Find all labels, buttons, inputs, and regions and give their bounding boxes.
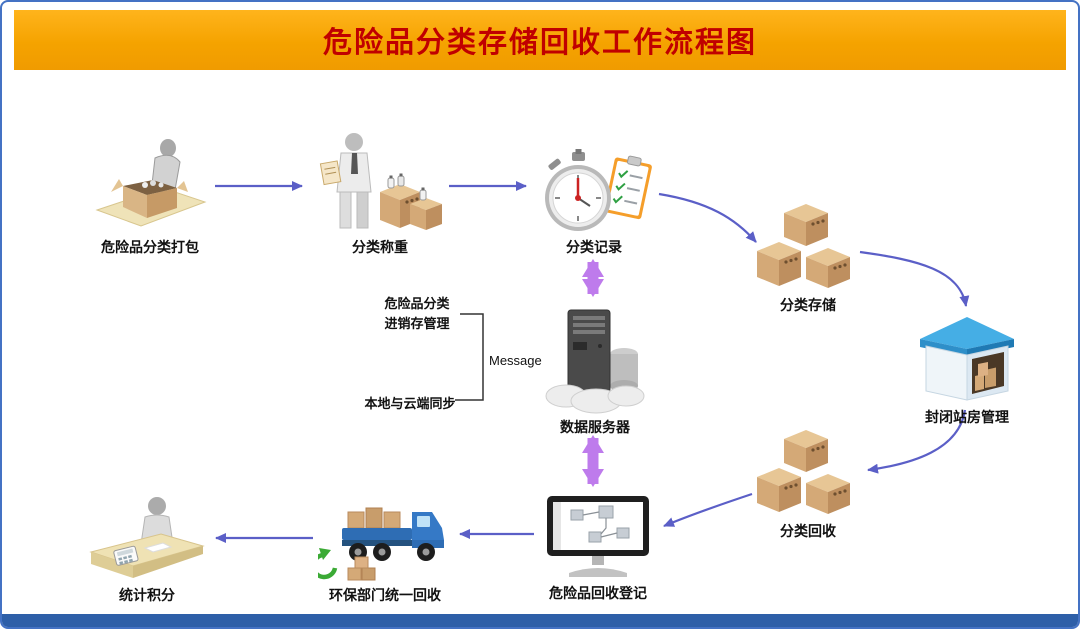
stats-desk-icon: [89, 497, 205, 578]
recycling-truck-icon: [317, 507, 444, 581]
node-label-record: 分类记录: [566, 239, 622, 255]
node-label-truck: 环保部门统一回收: [329, 587, 441, 603]
page-title: 危险品分类存储回收工作流程图: [322, 27, 757, 59]
annotation-inventory-line2: 进销存管理: [384, 316, 450, 332]
annotation-inventory-line1: 危险品分类: [384, 296, 450, 311]
node-packing: 危险品分类打包: [88, 132, 212, 257]
node-label-stats: 统计积分: [119, 587, 175, 603]
node-server: 数据服务器: [539, 304, 651, 437]
node-register: 危险品回收登记: [540, 494, 656, 603]
annotation-message: Message: [489, 353, 542, 368]
arrow-recycle-to-register: [663, 492, 753, 528]
node-weighing: 分类称重: [314, 130, 446, 257]
node-truck: 环保部门统一回收: [317, 496, 453, 605]
node-storage: 分类存储: [754, 204, 862, 315]
node-label-weighing: 分类称重: [352, 239, 408, 255]
annotation-sync: 本地与云端同步: [364, 396, 456, 411]
arrow-storage-to-station: [859, 250, 970, 307]
node-label-server: 数据服务器: [560, 419, 630, 435]
recycle-boxes-icon: [757, 430, 850, 514]
arrow-record-to-storage: [658, 192, 757, 243]
node-label-packing: 危险品分类打包: [101, 239, 199, 255]
node-record: 分类记录: [530, 148, 658, 257]
data-server-icon: [545, 309, 645, 414]
stopwatch-checklist-icon: [545, 149, 652, 231]
weighing-person-icon: [319, 133, 442, 230]
node-stats: 统计积分: [87, 494, 207, 605]
node-label-recycle: 分类回收: [780, 523, 836, 539]
warehouse-icon: [920, 317, 1014, 401]
node-label-register: 危险品回收登记: [549, 585, 647, 601]
header-banner: 危险品分类存储回收工作流程图: [14, 10, 1066, 70]
node-label-storage: 分类存储: [780, 297, 836, 313]
node-station: 封闭站房管理: [916, 314, 1018, 427]
node-label-station: 封闭站房管理: [925, 409, 1009, 425]
monitor-icon: [546, 496, 649, 577]
packing-person-icon: [95, 139, 207, 227]
storage-boxes-icon: [757, 204, 850, 288]
node-recycle: 分类回收: [754, 430, 862, 541]
annotation-inventory: 危险品分类 进销存管理: [370, 294, 464, 334]
bottom-accent-bar: [2, 614, 1078, 627]
